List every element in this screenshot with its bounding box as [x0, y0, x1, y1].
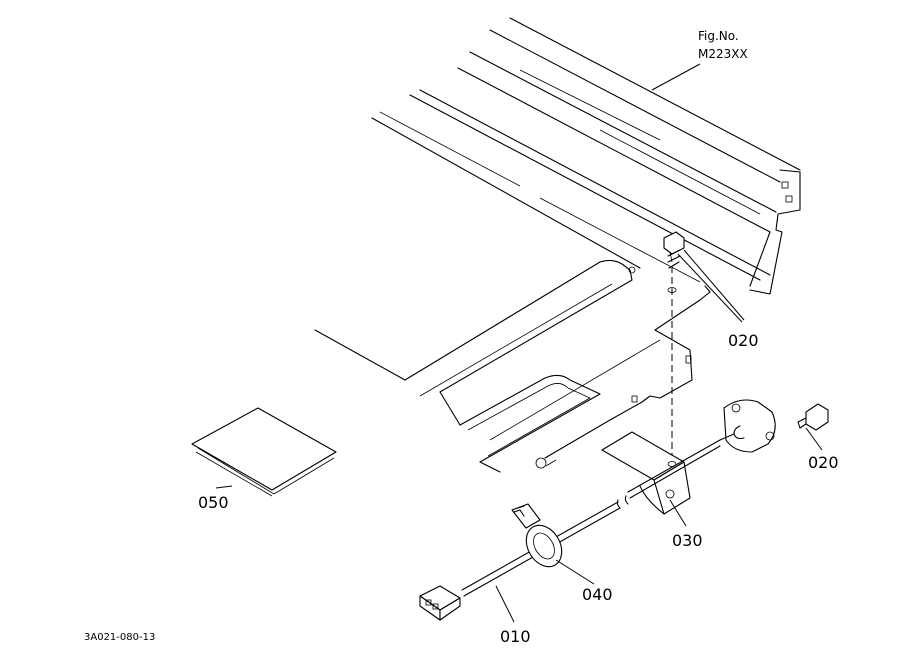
wire-clamp-part-040 [511, 503, 563, 568]
seat-panel-structure [314, 17, 801, 473]
callout-040: 040 [582, 585, 613, 604]
callout-020-upper: 020 [728, 331, 759, 350]
seat-switch-bracket-part-030 [601, 431, 691, 515]
bolt-part-020-upper [663, 231, 685, 293]
callout-010: 010 [500, 627, 531, 646]
seat-switch-body [719, 399, 776, 453]
fig-no-label: Fig.No. [698, 29, 739, 43]
diagram-footer-code: 3A021-080-13 [84, 632, 155, 643]
callout-050: 050 [198, 493, 229, 512]
screw-part-020-lower [797, 403, 829, 431]
callout-020-lower: 020 [808, 453, 839, 472]
operator-manual-part-050 [191, 407, 337, 497]
fig-no-value: M223XX [698, 47, 748, 61]
leader-lines [215, 63, 823, 623]
callout-030: 030 [672, 531, 703, 550]
